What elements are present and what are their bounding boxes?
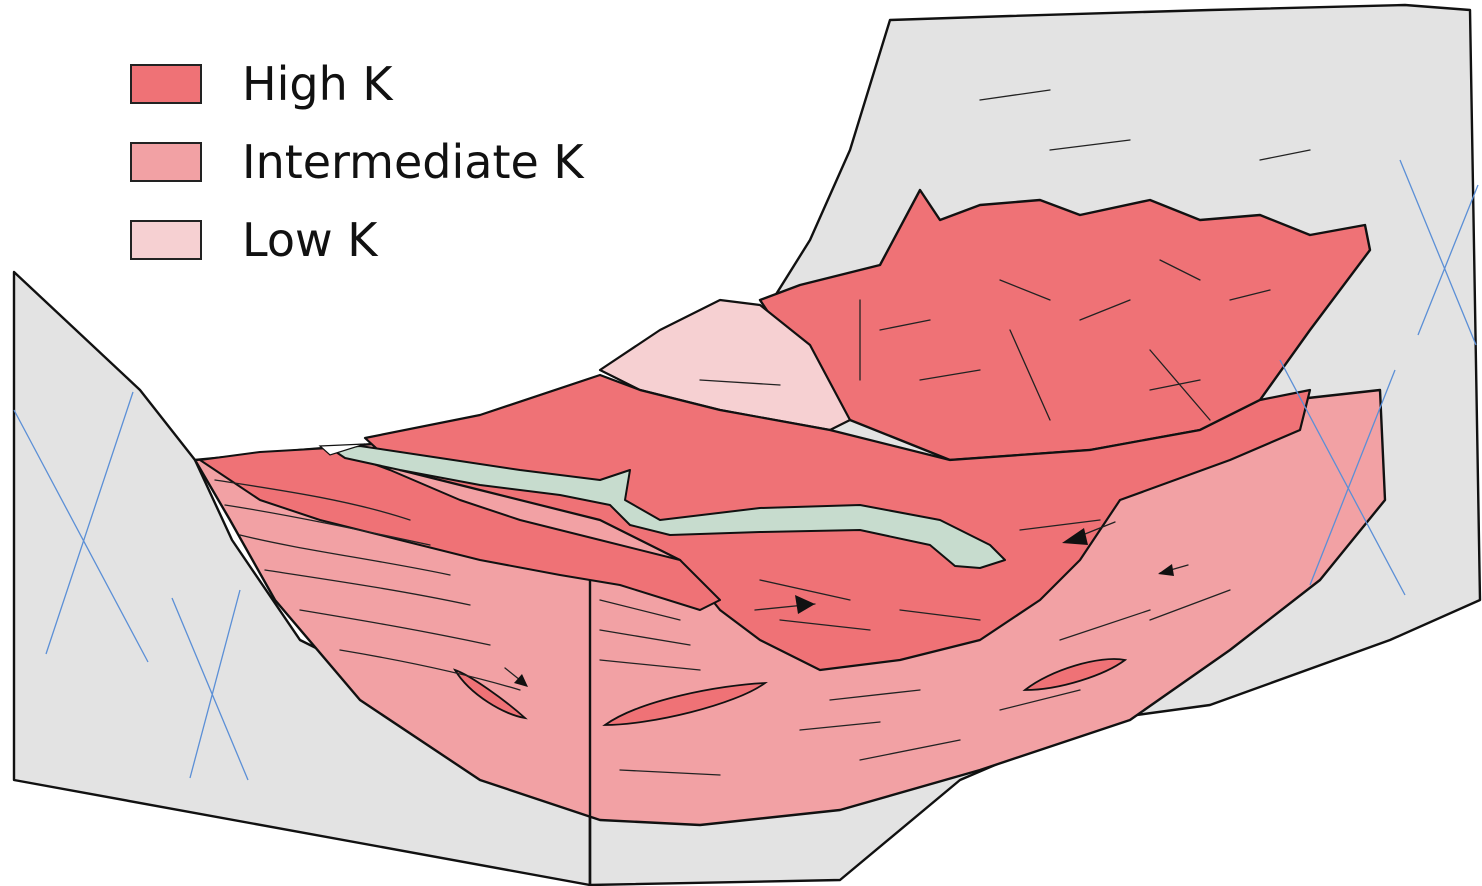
legend-swatch-intermediate-k — [130, 142, 202, 182]
legend-label-intermediate-k: Intermediate K — [242, 136, 584, 188]
legend-item-high-k: High K — [130, 62, 650, 108]
legend-swatch-high-k — [130, 64, 202, 104]
legend-label-high-k: High K — [242, 58, 393, 110]
legend-item-low-k: Low K — [130, 218, 650, 264]
legend-label-low-k: Low K — [242, 214, 377, 266]
legend-swatch-low-k — [130, 220, 202, 260]
legend-item-intermediate-k: Intermediate K — [130, 140, 650, 186]
